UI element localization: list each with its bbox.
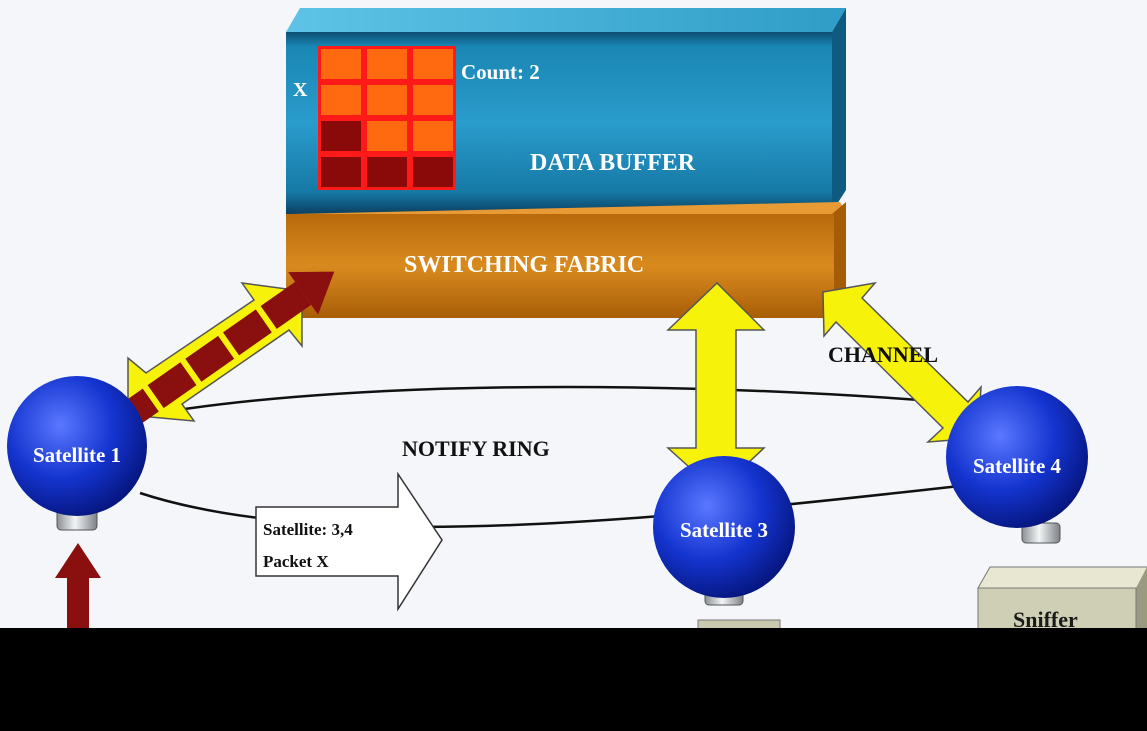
buffer-cell-used: [367, 157, 407, 187]
packet-x-marker: X: [293, 79, 308, 101]
notification-packet: Packet X: [263, 552, 329, 571]
data-buffer-label: DATA BUFFER: [530, 150, 696, 176]
buffer-count-label: Count: 2: [461, 60, 540, 84]
switching-fabric-label: SWITCHING FABRIC: [404, 252, 644, 278]
black-bar-occlusion: [0, 628, 1147, 731]
satellite-1-label: Satellite 1: [33, 443, 121, 467]
satellite-4[interactable]: Satellite 4: [946, 386, 1088, 544]
satellite-3-sphere: [653, 456, 795, 598]
satellite-1-sphere: [7, 376, 147, 516]
buffer-cell-used: [321, 121, 361, 151]
buffer-cell-free: [413, 49, 453, 79]
satellite1-fabric-channel: [109, 271, 335, 435]
buffer-cell-free: [413, 121, 453, 151]
buffer-cell-used: [413, 157, 453, 187]
satellite-3[interactable]: Satellite 3: [653, 456, 795, 631]
notify-ring: NOTIFY RING: [119, 385, 996, 529]
notification-arrow: Satellite: 3,4 Packet X: [255, 471, 443, 612]
satellite-1[interactable]: Satellite 1: [7, 376, 147, 531]
switching-fabric: SWITCHING FABRIC: [286, 202, 846, 318]
sniffer-front: [977, 587, 1137, 631]
buffer-cell-free: [367, 49, 407, 79]
incoming-packet-arrow: [55, 543, 101, 630]
switching-fabric-front-face: [286, 214, 834, 318]
notification-target-satellites: Satellite: 3,4: [263, 520, 353, 539]
notify-ring-label: NOTIFY RING: [402, 436, 550, 461]
data-buffer: X Count: 2 DATA BUFFER: [286, 8, 846, 214]
data-buffer-top-face: [286, 8, 846, 32]
buffer-cell-free: [367, 121, 407, 151]
buffer-cell-used: [321, 157, 361, 187]
satellite-4-sphere: [946, 386, 1088, 528]
satellite-4-label: Satellite 4: [973, 454, 1062, 478]
satellite-3-label: Satellite 3: [680, 518, 768, 542]
buffer-cell-free: [321, 85, 361, 115]
buffer-cell-free: [367, 85, 407, 115]
buffer-cell-free: [321, 49, 361, 79]
sniffer-device: Sniffer: [977, 566, 1147, 632]
buffer-grid: [318, 46, 456, 190]
channel-label: CHANNEL: [828, 342, 938, 367]
buffer-cell-free: [413, 85, 453, 115]
data-buffer-side-face: [832, 8, 846, 212]
sniffer-label: Sniffer: [1013, 607, 1078, 632]
